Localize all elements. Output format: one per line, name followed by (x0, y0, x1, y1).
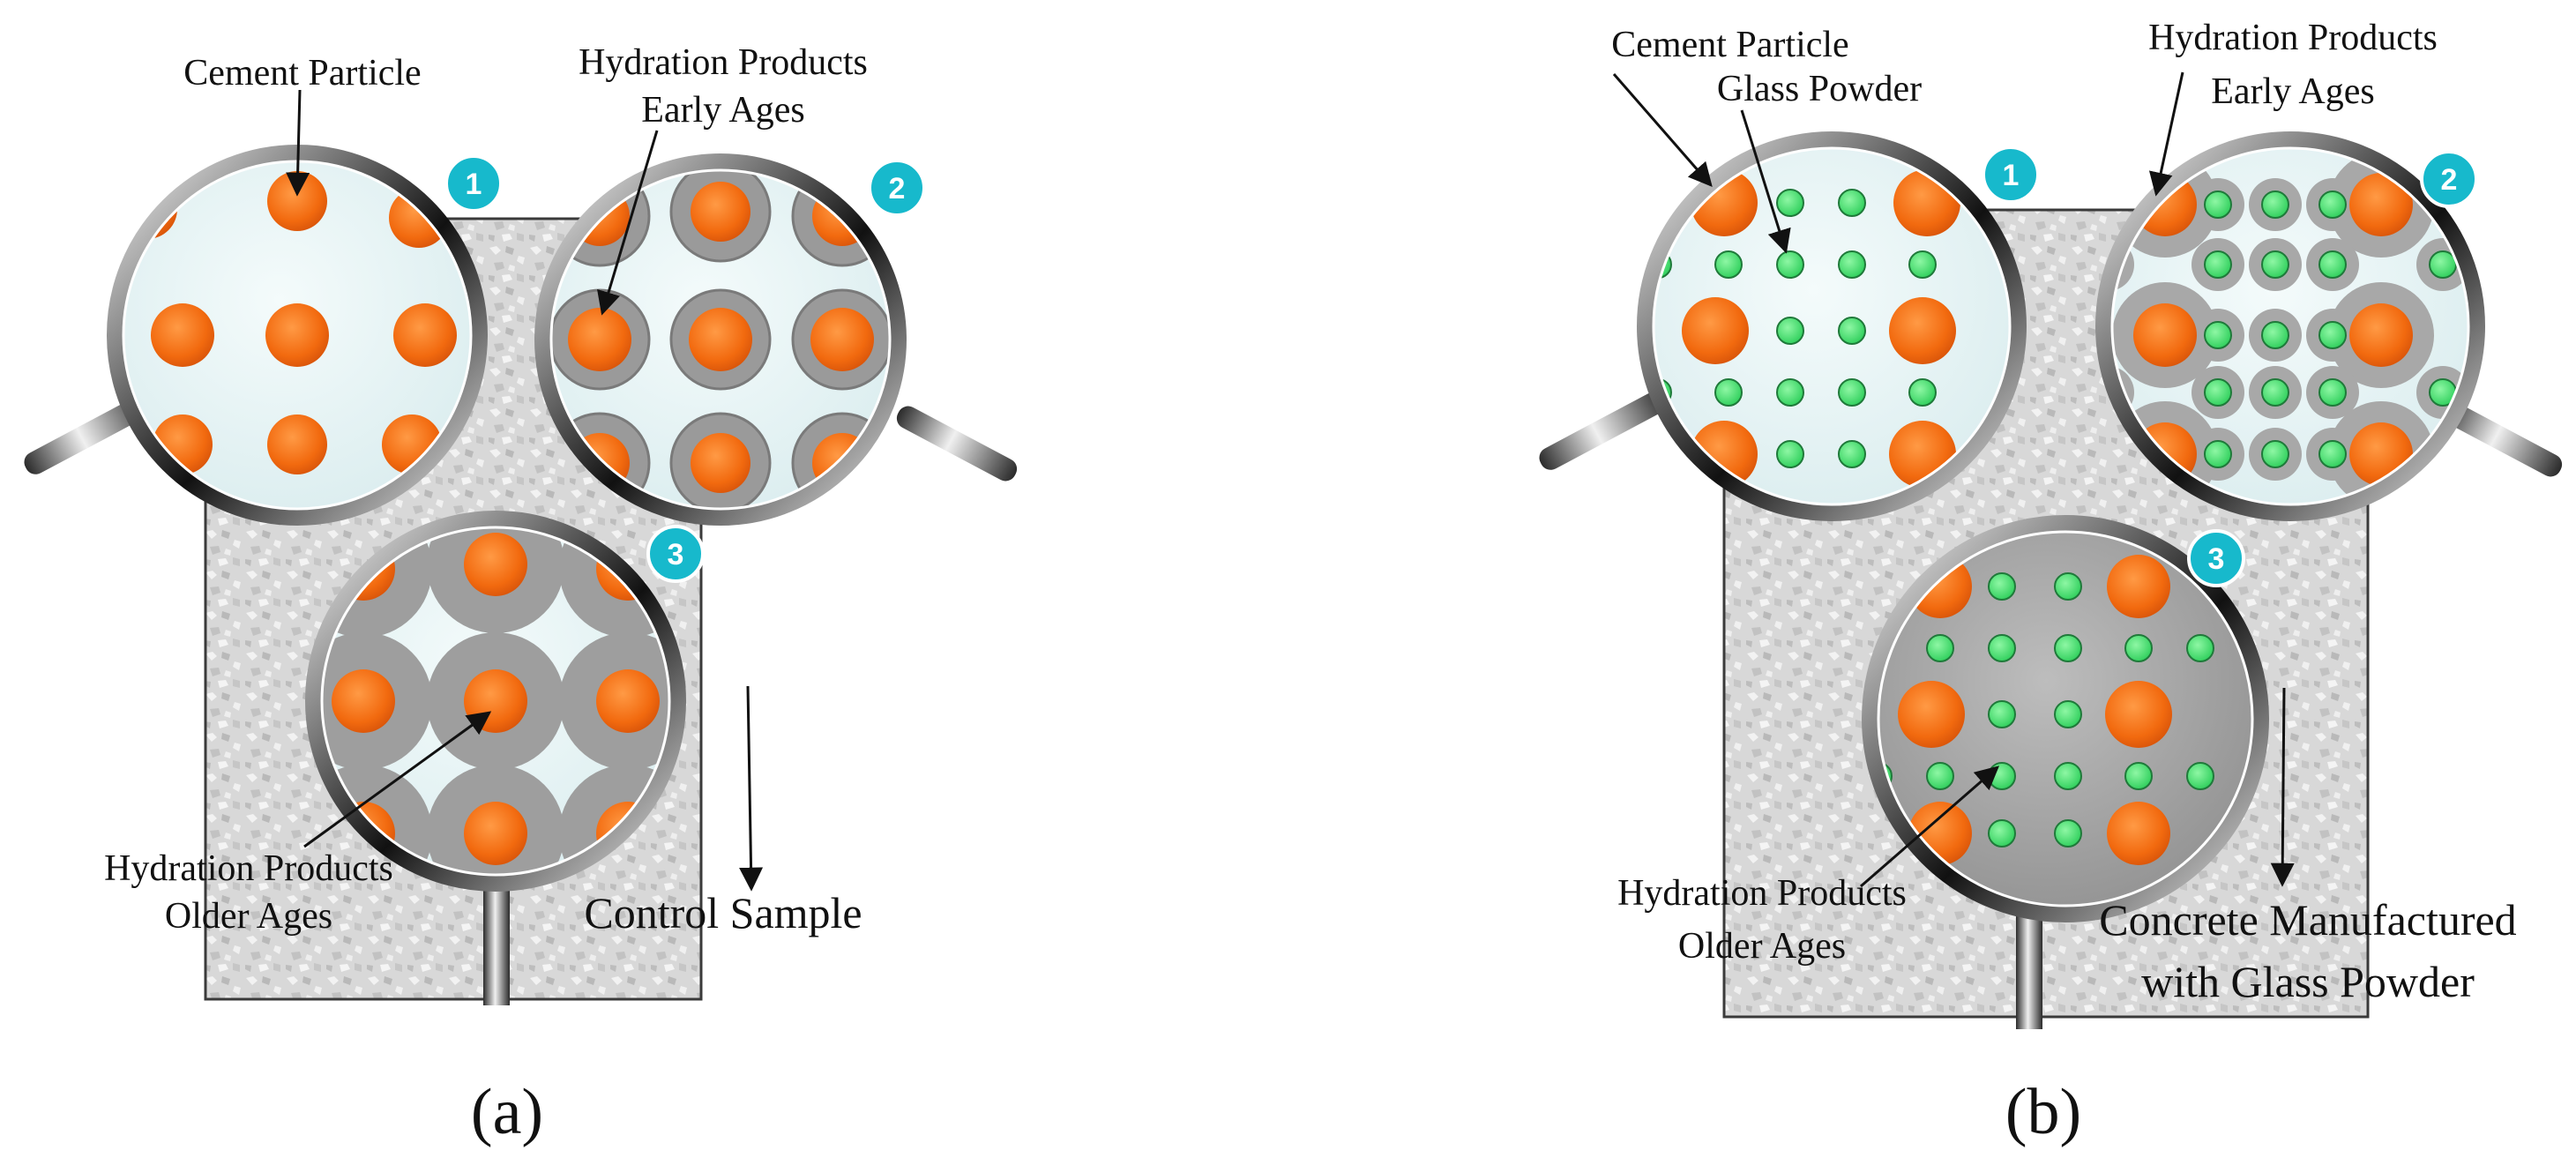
hydration-older-label: Hydration Products (1617, 873, 1907, 914)
leader-arrows (286, 89, 764, 892)
hydration-older-label-line2: Older Ages (1678, 926, 1846, 967)
badge-1: 1 (444, 154, 503, 213)
hydration-early-label-line2: Early Ages (2211, 71, 2374, 112)
svg-text:1: 1 (466, 168, 482, 201)
lens-a3 (305, 511, 686, 892)
lens-b3 (1862, 515, 2269, 922)
hydration-older-label: Hydration Products (104, 848, 393, 889)
magnifier-handle (24, 395, 1018, 1005)
panel-b: 1 2 3 Cement Particle Glass Powder Hydra… (1539, 18, 2563, 1148)
sample-label-line2: with Glass Powder (2141, 957, 2475, 1006)
cement-particle-label: Cement Particle (1611, 25, 1848, 65)
badge-3: 3 (2187, 529, 2245, 587)
hydration-older-label-line2: Older Ages (165, 896, 332, 937)
badge-2: 2 (2420, 150, 2478, 208)
leader-arrows (1612, 71, 2295, 888)
svg-text:2: 2 (2441, 163, 2458, 197)
magnifier-handle (1539, 391, 2563, 1029)
badge-3: 3 (646, 525, 705, 583)
hydration-early-label: Hydration Products (579, 42, 868, 83)
badge-1: 1 (1982, 146, 2040, 204)
svg-text:1: 1 (2003, 159, 2020, 192)
cement-particle-label: Cement Particle (183, 53, 421, 93)
glass-powder-particles (2109, 190, 2457, 468)
svg-text:2: 2 (889, 172, 906, 205)
lens-b2 (2095, 131, 2485, 521)
lens-a1 (107, 145, 488, 526)
cement-particles (1898, 555, 2172, 865)
hydration-early-label: Hydration Products (2148, 18, 2438, 58)
panel-caption-b: (b) (2005, 1076, 2081, 1148)
panel-caption-a: (a) (471, 1076, 543, 1148)
glass-powder-label: Glass Powder (1717, 69, 1922, 109)
svg-text:3: 3 (668, 538, 684, 571)
lens-b1 (1637, 131, 2027, 521)
lens-a2 (534, 153, 907, 526)
sample-label: Concrete Manufactured (2099, 895, 2516, 945)
sample-label: Control Sample (584, 888, 862, 937)
badge-2: 2 (868, 159, 926, 217)
svg-text:3: 3 (2208, 542, 2225, 576)
panel-a: 1 2 3 Cement Particle Hydration Products… (24, 42, 1018, 1148)
hydration-early-label-line2: Early Ages (641, 90, 804, 131)
